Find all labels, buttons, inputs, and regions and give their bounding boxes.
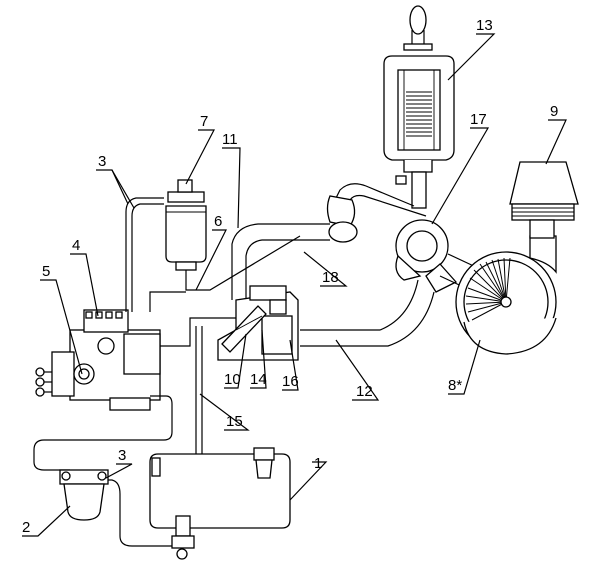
callout-18: 18: [322, 269, 339, 286]
filter-hatching: [406, 91, 432, 137]
callout-16: 16: [282, 373, 299, 390]
callout-4: 4: [72, 237, 80, 254]
leader-lines: [22, 33, 567, 537]
callout-3-upper: 3: [98, 153, 106, 170]
callout-12: 12: [356, 383, 373, 400]
callout-14: 14: [250, 371, 267, 388]
pre-cleaner: [509, 161, 579, 239]
callout-7: 7: [200, 113, 208, 130]
air-cleaner: [383, 5, 455, 209]
callout-labels: 1 2 3 3 4 5 6 7 8* 9 10 11 12 13 14 15 1…: [22, 17, 558, 536]
callout-13: 13: [476, 17, 493, 34]
callout-11: 11: [222, 131, 238, 148]
callout-5: 5: [42, 263, 50, 280]
coarse-fuel-filter: [59, 469, 109, 521]
callout-10: 10: [224, 371, 241, 388]
injection-pump: [35, 309, 161, 411]
callout-9: 9: [550, 103, 558, 120]
callout-1: 1: [314, 455, 322, 472]
intake-assembly: [217, 285, 299, 361]
fuel-tank: [149, 447, 291, 560]
air-pipe-11: [231, 183, 427, 300]
turbocharger: [395, 219, 458, 293]
blower-fins: [465, 257, 511, 321]
callout-8: 8*: [448, 377, 462, 394]
fine-fuel-filter: [165, 179, 207, 271]
pipe-12: [300, 279, 435, 347]
callout-6: 6: [214, 213, 222, 230]
callout-2: 2: [22, 519, 30, 536]
callout-15: 15: [226, 413, 243, 430]
callout-3-lower: 3: [118, 447, 126, 464]
blower: [439, 235, 557, 355]
callout-17: 17: [470, 111, 487, 128]
